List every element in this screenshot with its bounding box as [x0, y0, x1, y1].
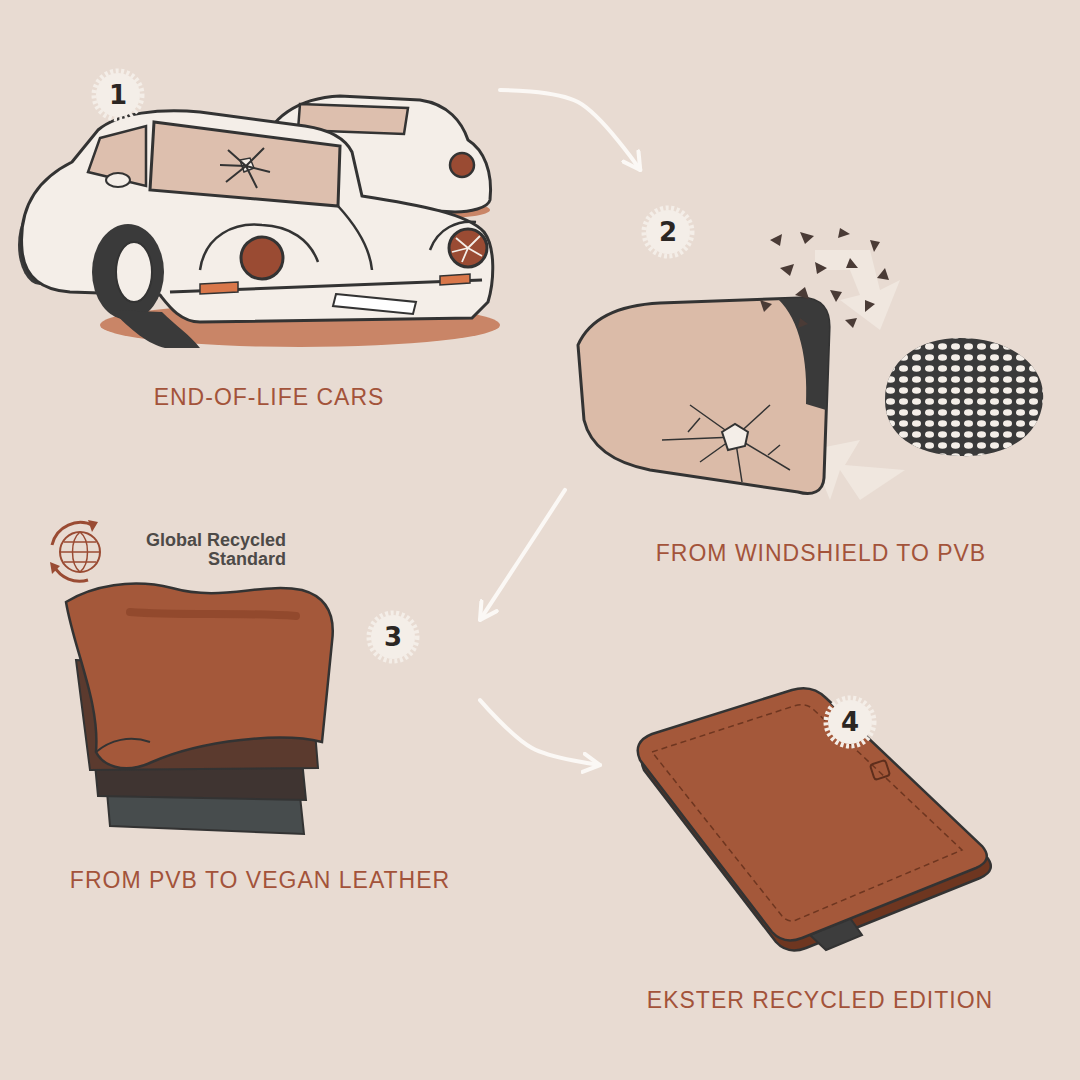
wheel [92, 224, 164, 320]
flat-tire [112, 310, 200, 348]
flow-arrow [500, 90, 640, 170]
badges [94, 71, 874, 746]
badge [644, 208, 692, 256]
windshield [578, 298, 829, 493]
grs-arrows [52, 523, 94, 582]
callout-number: 3 [384, 624, 402, 650]
headlight [241, 237, 283, 279]
wallet-group [638, 688, 991, 950]
pvb-pellets [885, 338, 1043, 456]
step-caption: EKSTER RECYCLED EDITION [647, 987, 993, 1013]
pvb-pellets [885, 338, 1043, 456]
flow-arrow [480, 490, 565, 620]
wallet [638, 688, 987, 940]
car-windshield [150, 122, 340, 206]
crack-lines [662, 405, 790, 482]
flow-arrow [480, 700, 600, 765]
windshield-group [578, 228, 1043, 500]
windshield-hole [722, 424, 748, 450]
step-caption: FROM WINDSHIELD TO PVB [656, 540, 986, 566]
number-plate [333, 294, 416, 314]
stitching [652, 705, 962, 921]
car-group [18, 96, 500, 348]
wallet-logo [870, 760, 890, 780]
side-window [88, 126, 146, 186]
badge [826, 698, 874, 746]
grs-globe [60, 532, 100, 572]
step-caption: FROM PVB TO VEGAN LEATHER [70, 867, 450, 893]
leather-highlight [130, 612, 296, 616]
rim [116, 242, 152, 302]
headlight [450, 153, 474, 177]
callout-number: 4 [841, 709, 859, 735]
mirror [106, 173, 130, 187]
step-caption: END-OF-LIFE CARS [154, 384, 385, 410]
badge [94, 71, 142, 119]
leather-group [50, 520, 333, 834]
leather-sheet [66, 584, 333, 769]
edge-layer [480, 90, 640, 765]
grs-arrowheads [50, 520, 98, 574]
callout-number: 1 [109, 82, 127, 108]
step-group: 4EKSTER RECYCLED EDITION [600, 690, 1040, 1025]
callout-number: 2 [659, 219, 677, 245]
headlight [449, 229, 487, 267]
crack-lines [220, 148, 270, 188]
broken-headlight [452, 236, 482, 262]
grs-globe [60, 532, 100, 572]
step-group: 2FROM WINDSHIELD TO PVB [565, 170, 1060, 575]
glass-fragments [760, 228, 889, 328]
badge [369, 613, 417, 661]
certification-label: Global Recycled Standard [108, 531, 286, 569]
windshield-band [778, 298, 829, 410]
car-body [22, 111, 493, 322]
step-group: 1END-OF-LIFE CARS [10, 75, 500, 425]
leather-fold [96, 739, 150, 752]
indicator [200, 274, 470, 294]
